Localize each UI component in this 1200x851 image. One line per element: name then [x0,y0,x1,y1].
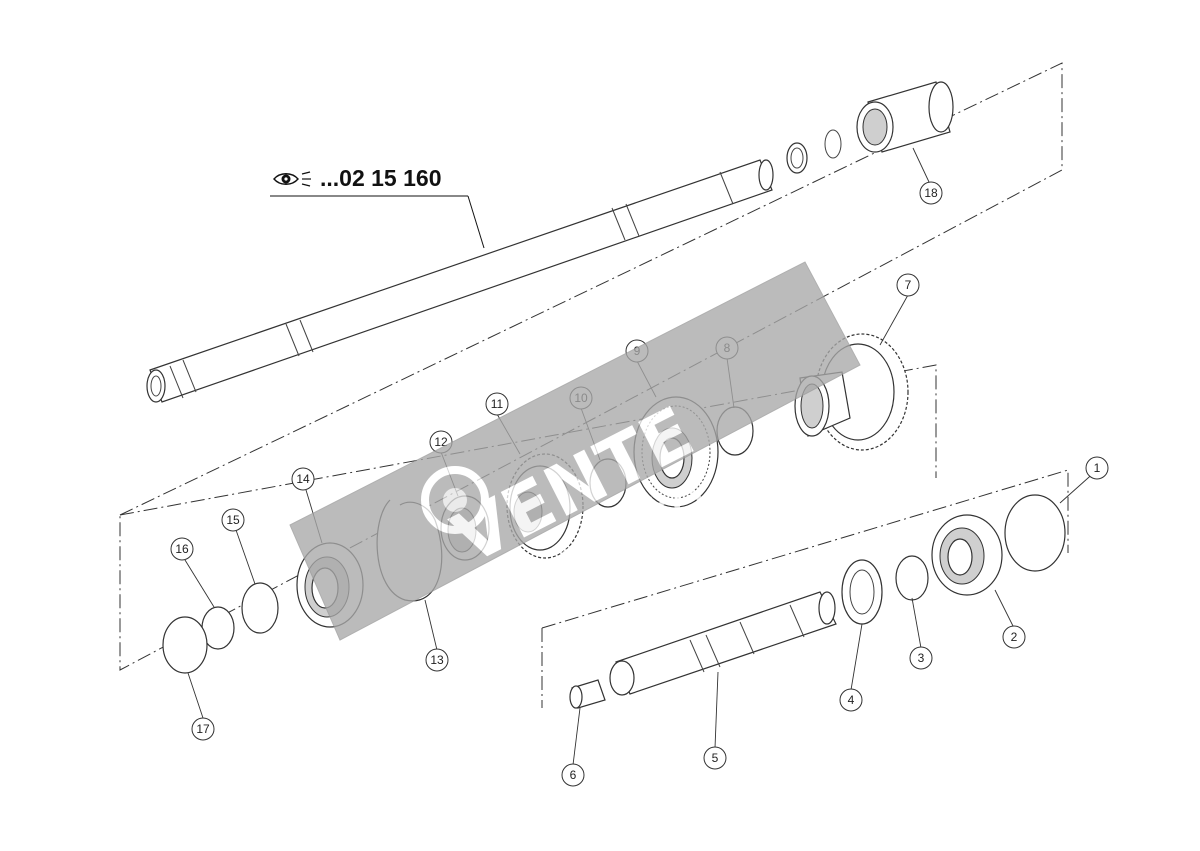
svg-text:1: 1 [1094,461,1101,475]
svg-text:2: 2 [1011,630,1018,644]
callout-7: 7 [896,273,920,297]
callout-18: 18 [919,181,943,205]
snap-ring-1 [1004,494,1066,572]
ring-15 [241,582,279,634]
svg-text:16: 16 [175,542,189,556]
svg-text:18: 18 [924,186,938,200]
callout-15: 15 [221,508,245,532]
svg-text:6: 6 [570,768,577,782]
callout-16: 16 [170,537,194,561]
svg-text:15: 15 [226,513,240,527]
callout-3: 3 [909,646,933,670]
reference-code: ...02 15 160 [320,165,442,191]
needle-bearing [856,81,954,153]
watermark-logo [421,466,489,534]
svg-text:4: 4 [848,693,855,707]
ring-3 [895,555,929,601]
svg-text:7: 7 [905,278,912,292]
callout-6: 6 [561,763,585,787]
callout-17: 17 [191,717,215,741]
callouts: 1 2 3 4 5 6 7 8 9 10 11 12 13 14 15 16 1… [170,181,1109,787]
bush-6 [569,679,606,709]
svg-text:17: 17 [196,722,210,736]
svg-text:3: 3 [918,651,925,665]
callout-11: 11 [485,392,509,416]
plate-4 [841,559,883,625]
eye-icon [273,171,311,187]
group-outlines [119,62,1069,708]
reference-label: ...02 15 160 [270,165,485,249]
callout-2: 2 [1002,625,1026,649]
svg-text:14: 14 [296,472,310,486]
circlip-17 [162,616,208,674]
callout-1: 1 [1085,456,1109,480]
small-ring-parts-top [786,129,842,174]
ball-bearing-2 [931,514,1003,596]
svg-text:5: 5 [712,751,719,765]
callout-13: 13 [425,648,449,672]
svg-text:13: 13 [430,653,444,667]
lower-shaft-5 [609,591,837,696]
callout-14: 14 [291,467,315,491]
callout-5: 5 [703,746,727,770]
svg-text:11: 11 [491,397,504,411]
callout-4: 4 [839,688,863,712]
upper-shaft [146,159,774,403]
